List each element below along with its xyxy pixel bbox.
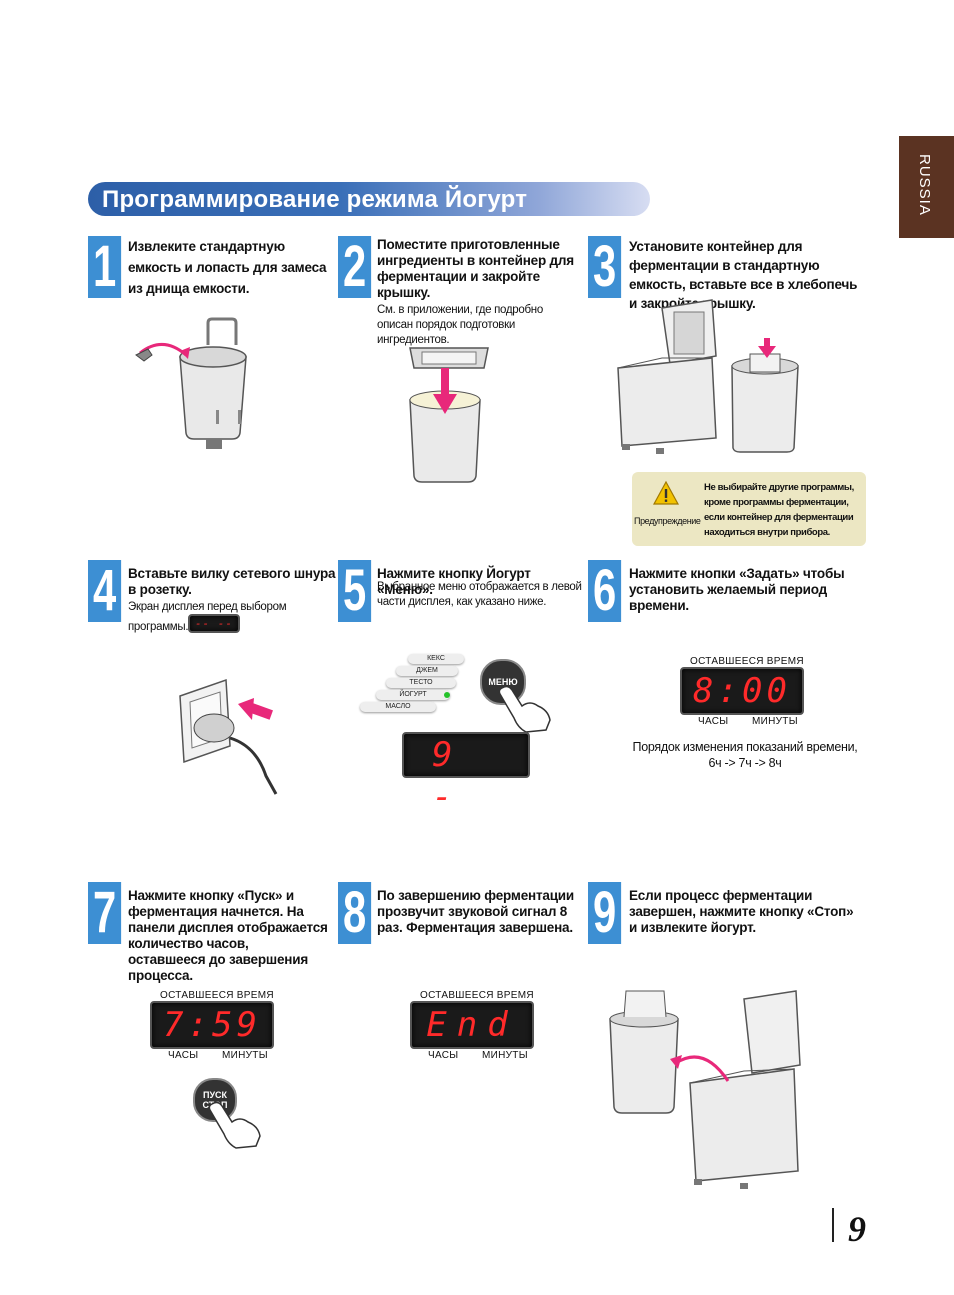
step-number-5: 5 xyxy=(338,560,372,622)
menu-item-dough[interactable]: ТЕСТО xyxy=(386,678,456,688)
warning-triangle-icon xyxy=(652,480,680,505)
initial-display: -- -- xyxy=(188,614,240,633)
step-number-4: 4 xyxy=(88,560,122,622)
menu-item-yogurt[interactable]: ЙОГУРТ xyxy=(376,690,450,700)
page-title: Программирование режима Йогурт xyxy=(102,186,528,213)
step-text-2: Поместите приготовленные ингредиенты в к… xyxy=(377,237,574,300)
menu-display: 9 - xyxy=(402,732,530,817)
step-text-8: По завершению ферментации прозвучит звук… xyxy=(377,888,574,935)
hours-label-8: ЧАСЫ xyxy=(428,1050,459,1061)
minutes-label-8: МИНУТЫ xyxy=(482,1050,528,1061)
step-text-4: Вставьте вилку сетевого шнура в розетку. xyxy=(128,566,336,597)
selected-indicator-icon xyxy=(444,692,450,698)
finger-press-icon xyxy=(498,685,551,733)
time-change-note: Порядок изменения показаний времени, 6ч … xyxy=(620,739,870,771)
step-number-9: 9 xyxy=(588,882,622,944)
step-number-2: 2 xyxy=(338,236,372,298)
step-text-1: Извлеките стандартную емкость и лопасть … xyxy=(128,239,327,296)
time-change-note-line2: 6ч -> 7ч -> 8ч xyxy=(708,756,782,770)
step-text-7: Нажмите кнопку «Пуск» и ферментация начн… xyxy=(128,888,328,983)
menu-display-value: 9 - xyxy=(432,735,467,817)
time-display-7: 7:59 xyxy=(150,1001,274,1049)
warning-box: Предупреждение Не выбирайте другие прогр… xyxy=(632,472,866,546)
step-number-3: 3 xyxy=(588,236,622,298)
step-text-6: Нажмите кнопки «Задать» чтобы установить… xyxy=(629,566,845,613)
time-display-7-value: 7:59 xyxy=(163,1005,261,1045)
step-text-9: Если процесс ферментации завершен, нажми… xyxy=(629,888,854,935)
end-display-value: End xyxy=(426,1005,518,1045)
menu-button-label: МЕНЮ xyxy=(488,677,518,687)
page-number: 9 xyxy=(848,1209,866,1249)
menu-item-butter[interactable]: МАСЛО xyxy=(360,702,436,712)
warning-label: Предупреждение xyxy=(634,516,701,526)
plug-socket-illustration xyxy=(179,678,278,795)
start-label: ПУСК xyxy=(202,1090,228,1100)
menu-selector: КЕКС ДЖЕМ ТЕСТО ЙОГУРТ МАСЛО xyxy=(358,652,468,718)
breadmaker-with-container-illustration xyxy=(617,299,799,454)
step-number-8: 8 xyxy=(338,882,372,944)
remaining-time-label-7: ОСТАВШЕЕСЯ ВРЕМЯ xyxy=(160,990,274,1001)
finger-press-start-icon xyxy=(208,1101,261,1149)
step-number-6: 6 xyxy=(588,560,622,622)
warning-text: Не выбирайте другие программы, кроме про… xyxy=(704,482,854,538)
time-change-note-line1: Порядок изменения показаний времени, xyxy=(632,740,858,754)
step-number-1: 1 xyxy=(88,236,122,298)
hours-label-7: ЧАСЫ xyxy=(168,1050,199,1061)
menu-item-keks[interactable]: КЕКС xyxy=(408,654,464,664)
remove-yogurt-illustration xyxy=(609,990,801,1189)
menu-item-jam[interactable]: ДЖЕМ xyxy=(396,666,458,676)
step-text-5: Нажмите кнопку Йогурт «Меню». xyxy=(377,566,531,597)
step-number-7: 7 xyxy=(88,882,122,944)
step-sub-5: Выбранное меню отображается в левой част… xyxy=(377,581,582,608)
step-sub-2: См. в приложении, где подробно описан по… xyxy=(377,304,543,346)
hours-label-6: ЧАСЫ xyxy=(698,716,729,727)
fermentation-container-illustration xyxy=(409,347,489,483)
initial-display-value: -- -- xyxy=(194,617,234,630)
minutes-label-7: МИНУТЫ xyxy=(222,1050,268,1061)
language-label: RUSSIA xyxy=(916,154,933,216)
bread-pan-illustration xyxy=(135,317,247,449)
minutes-label-6: МИНУТЫ xyxy=(752,716,798,727)
time-display-6-value: 8:00 xyxy=(693,671,791,711)
end-display: End xyxy=(410,1001,534,1049)
language-tab: RUSSIA xyxy=(899,136,954,238)
page-number-divider xyxy=(832,1208,834,1242)
step-sub-4: Экран дисплея перед выбором программы. xyxy=(128,601,287,633)
section-title-bar: Программирование режима Йогурт xyxy=(88,182,650,216)
remaining-time-label-6: ОСТАВШЕЕСЯ ВРЕМЯ xyxy=(690,656,804,667)
remaining-time-label-8: ОСТАВШЕЕСЯ ВРЕМЯ xyxy=(420,990,534,1001)
time-display-6: 8:00 xyxy=(680,667,804,715)
